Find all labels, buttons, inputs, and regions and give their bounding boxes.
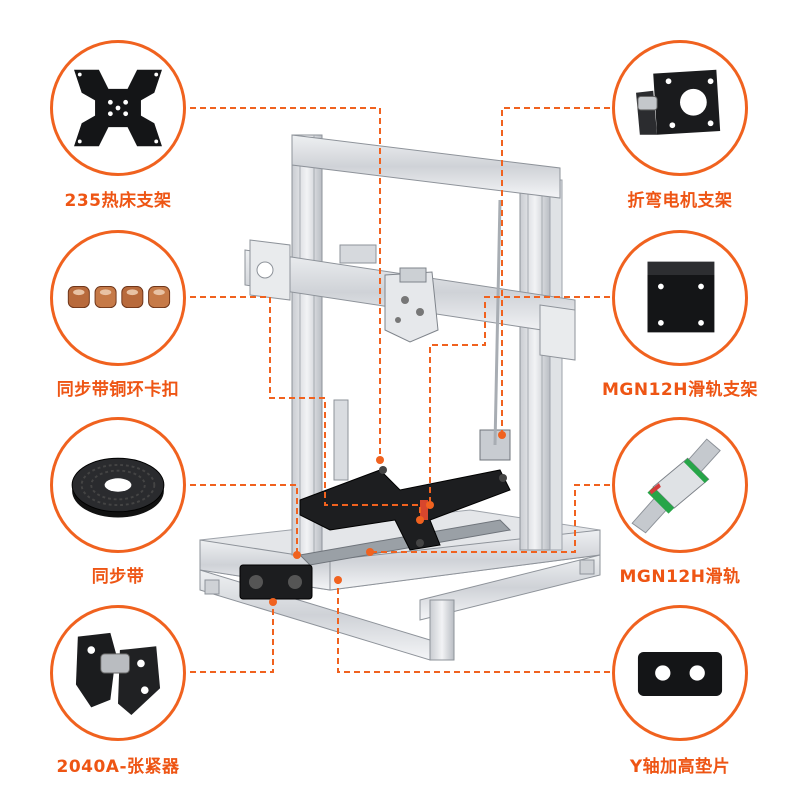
motor-bracket-label: 折弯电机支架 [627, 191, 733, 211]
belt-roll-icon [71, 457, 165, 518]
linear-rail-label: MGN12H滑轨 [619, 567, 741, 587]
copper-rings-icon [67, 286, 171, 309]
heated-bed-bracket-thumbnail [50, 40, 186, 176]
x-carriage [384, 267, 439, 343]
rail-bracket-thumbnail [612, 230, 748, 366]
connector-bed-bracket [190, 107, 381, 460]
rail-bracket-label: MGN12H滑轨支架 [602, 380, 758, 400]
timing-belt-label: 同步带 [91, 567, 145, 587]
front-tensioner [239, 564, 313, 600]
connector-spacer [337, 580, 610, 673]
upright-left [291, 134, 323, 556]
connector-motor-bracket [501, 107, 610, 435]
tensioner-thumbnail [50, 605, 186, 741]
connector-copper-ring [190, 296, 421, 520]
copper-ring-label: 同步带铜环卡扣 [56, 380, 180, 400]
tensioner-label: 2040A-张紧器 [56, 757, 180, 777]
motor-bracket-thumbnail [612, 40, 748, 176]
top-crossbar [291, 134, 561, 199]
timing-belt-thumbnail [50, 417, 186, 553]
x-bracket-icon [74, 69, 162, 147]
y-spacer-thumbnail [612, 605, 748, 741]
linear-rail-icon [631, 438, 721, 534]
heated-bed-bracket-label: 235热床支架 [64, 191, 172, 211]
tensioner-icon [75, 632, 161, 716]
rail-bracket-icon [647, 261, 715, 333]
bed-bracket [299, 466, 511, 551]
y-spacer-label: Y轴加高垫片 [629, 757, 731, 777]
connector-tensioner [190, 602, 274, 673]
spacer-plate-icon [637, 651, 723, 696]
motor-bracket-icon [636, 69, 721, 135]
z-motor-left [333, 399, 349, 481]
connector-belt [190, 484, 298, 555]
copper-ring-thumbnail [50, 230, 186, 366]
upright-right [519, 169, 563, 551]
linear-rail-thumbnail [612, 417, 748, 553]
connector-rail-bracket [429, 296, 610, 505]
connector-rail [370, 484, 610, 553]
